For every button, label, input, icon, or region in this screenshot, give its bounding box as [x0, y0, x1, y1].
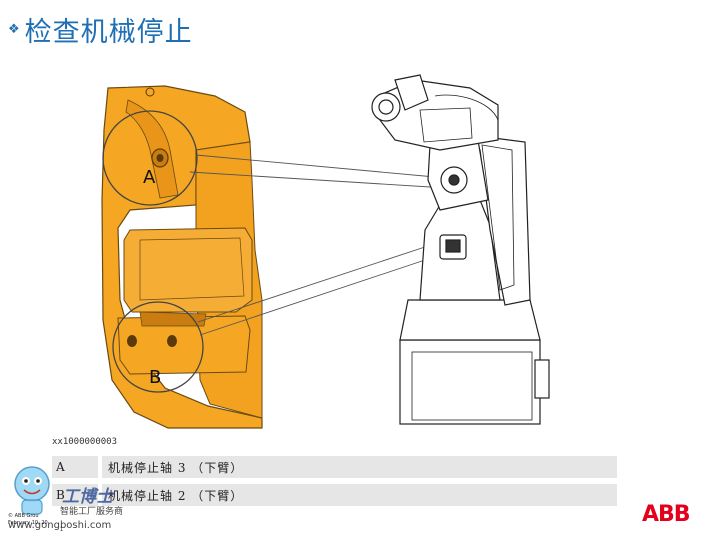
footer-date: February 10, 20: [8, 520, 48, 526]
watermark-brand: 工博士: [62, 487, 113, 507]
leader-line-b2: [197, 241, 441, 323]
mascot-icon: [14, 466, 50, 515]
abb-logo: ABB: [642, 502, 691, 527]
callout-a-label: A: [143, 167, 156, 188]
callout-b-label: B: [149, 367, 161, 388]
legend-row-b: B 机械停止轴 2 （下臂）: [52, 484, 617, 506]
callout-b-circle: [112, 301, 204, 393]
legend-desc-a: 机械停止轴 3 （下臂）: [102, 456, 617, 478]
footer-slide-number: 1: [60, 527, 64, 533]
legend-desc-b: 机械停止轴 2 （下臂）: [102, 484, 617, 506]
robot-arm-illustration: [371, 74, 550, 425]
slide-title: ❖ 检查机械停止: [8, 10, 193, 49]
slide-title-text: 检查机械停止: [24, 17, 193, 48]
legend-key-b: B: [52, 484, 98, 506]
legend-key-a: A: [52, 456, 98, 478]
watermark-url: www.gongboshi.com: [8, 520, 112, 531]
leader-line-a2: [189, 171, 447, 189]
footer-copyright: © ABB Grou: [8, 513, 39, 519]
leader-line-b: [199, 254, 441, 336]
watermark-tagline: 智能工厂服务商: [60, 507, 124, 517]
orange-arm-body: [101, 85, 263, 429]
figure-id: xx1000000003: [52, 437, 118, 447]
diamond-bullet-icon: ❖: [8, 22, 21, 37]
leader-line-a: [195, 154, 447, 179]
legend-row-a: A 机械停止轴 3 （下臂）: [52, 456, 617, 478]
watermark: 工博士 智能工厂服务商 www.gongboshi.com: [4, 462, 154, 534]
callout-a-circle: [102, 110, 198, 206]
